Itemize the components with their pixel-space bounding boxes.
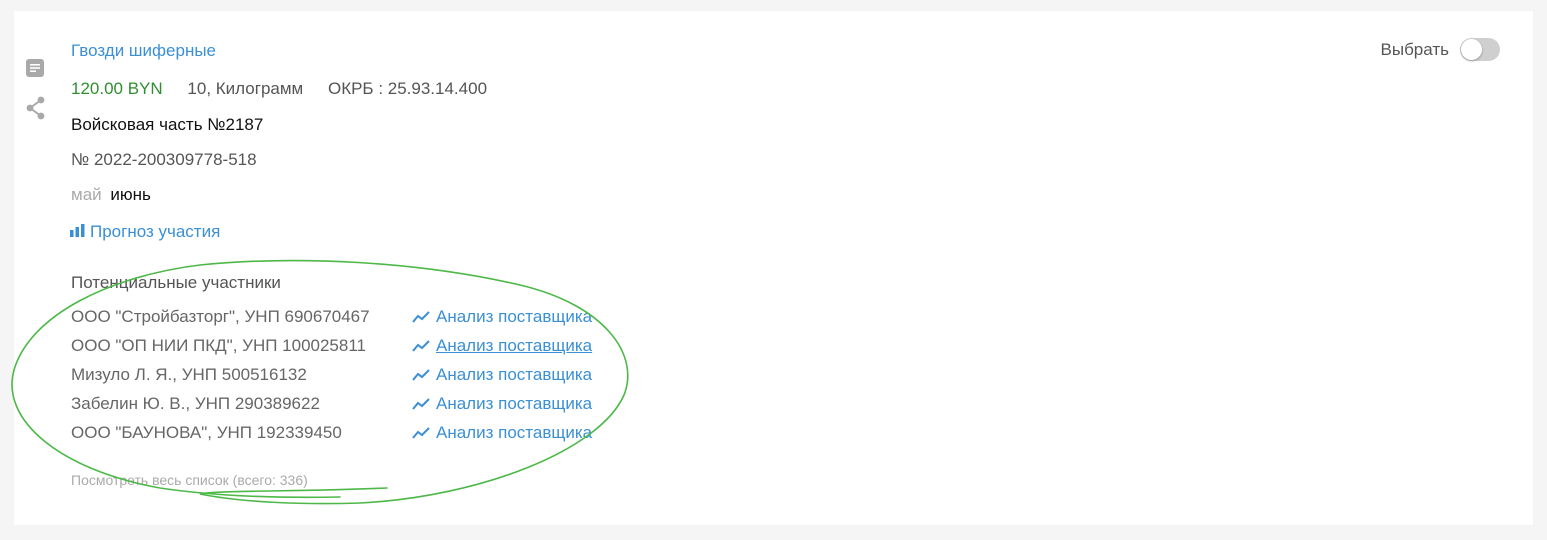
tender-card: Гвозди шиферные 120.00 BYN 10, Килограмм… (14, 11, 1533, 525)
select-label: Выбрать (1380, 39, 1449, 59)
participants-list: ООО "Стройбазторг", УНП 690670467 Анализ… (71, 302, 592, 448)
item-price: 120.00 BYN (71, 79, 163, 98)
show-all-participants-link[interactable]: Посмотреть весь список (всего: 336) (71, 472, 308, 488)
customer-name: Войсковая часть №2187 (71, 115, 264, 134)
supplier-analysis-link[interactable]: Анализ поставщика (412, 336, 592, 356)
trend-line-icon (412, 340, 430, 352)
item-quantity: 10, Килограмм (187, 79, 304, 98)
participant-row: ООО "ОП НИИ ПКД", УНП 100025811 Анализ п… (71, 331, 592, 360)
supplier-analysis-link[interactable]: Анализ поставщика (412, 423, 592, 443)
supplier-analysis-link[interactable]: Анализ поставщика (412, 394, 592, 414)
supplier-analysis-label: Анализ поставщика (436, 394, 593, 414)
participants-title: Потенциальные участники (71, 273, 281, 292)
participant-row: ООО "Стройбазторг", УНП 690670467 Анализ… (71, 302, 592, 331)
participant-name: Мизуло Л. Я., УНП 500516132 (71, 364, 307, 384)
participant-name: ООО "ОП НИИ ПКД", УНП 100025811 (71, 335, 366, 355)
item-title-link[interactable]: Гвозди шиферные (71, 41, 217, 60)
month-past: май (71, 185, 102, 204)
select-control: Выбрать (1381, 38, 1500, 61)
supplier-analysis-label: Анализ поставщика (436, 364, 593, 384)
supplier-analysis-label: Анализ поставщика (436, 306, 593, 326)
participant-row: Мизуло Л. Я., УНП 500516132 Анализ поста… (71, 360, 592, 389)
toggle-knob (1461, 39, 1482, 60)
share-icon[interactable] (25, 96, 47, 125)
participant-name: Забелин Ю. В., УНП 290389622 (71, 394, 320, 414)
participant-row: ООО "БАУНОВА", УНП 192339450 Анализ пост… (71, 419, 592, 448)
trend-line-icon (412, 310, 430, 323)
select-toggle[interactable] (1460, 38, 1500, 61)
supplier-analysis-link[interactable]: Анализ поставщика (412, 365, 592, 385)
tender-number: № 2022-200309778-518 (71, 150, 257, 169)
item-meta-row: 120.00 BYN 10, Килограмм ОКРБ : 25.93.14… (71, 79, 487, 99)
months-row: май июнь (71, 185, 151, 205)
participant-name: ООО "Стройбазторг", УНП 690670467 (71, 306, 370, 326)
trend-line-icon (412, 398, 430, 410)
participant-row: Забелин Ю. В., УНП 290389622 Анализ пост… (71, 390, 592, 419)
supplier-analysis-label: Анализ поставщика (436, 423, 593, 443)
supplier-analysis-link[interactable]: Анализ поставщика (412, 307, 592, 327)
month-current: июнь (110, 185, 151, 204)
forecast-label: Прогноз участия (90, 222, 221, 241)
item-okrb-code: ОКРБ : 25.93.14.400 (327, 79, 488, 98)
participant-name: ООО "БАУНОВА", УНП 192339450 (71, 423, 342, 443)
supplier-analysis-label: Анализ поставщика (436, 335, 593, 355)
document-icon[interactable] (25, 58, 45, 83)
trend-line-icon (412, 369, 430, 381)
trend-line-icon (412, 427, 430, 439)
forecast-link[interactable]: Прогноз участия (70, 222, 220, 242)
bar-chart-icon (70, 222, 85, 242)
